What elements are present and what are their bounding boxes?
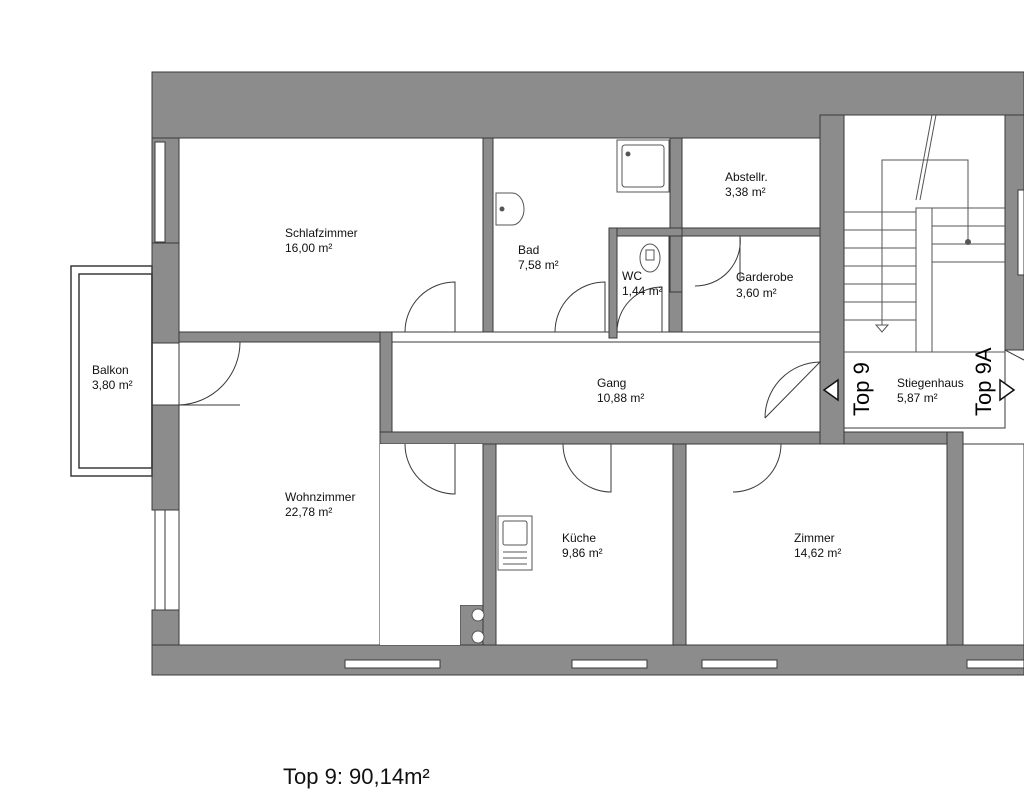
label-wc-area: 1,44 m² — [622, 284, 663, 298]
doors — [178, 235, 1024, 495]
label-wc-name: WC — [622, 269, 642, 283]
total-area-label: Top 9: 90,14m² — [283, 764, 430, 789]
washbasin — [495, 192, 525, 226]
room-gang — [391, 341, 821, 433]
label-kueche-area: 9,86 m² — [562, 546, 603, 560]
label-stiegenhaus-name: Stiegenhaus — [897, 376, 964, 390]
label-zimmer-name: Zimmer — [794, 531, 835, 545]
label-stiegenhaus-area: 5,87 m² — [897, 391, 938, 405]
room-garderobe — [681, 235, 821, 333]
arrow-right-icon — [999, 378, 1016, 402]
room-zimmer — [685, 443, 948, 646]
partition-walls — [482, 137, 821, 646]
chimney-duct — [471, 608, 485, 622]
label-gang-name: Gang — [597, 376, 626, 390]
label-schlafzimmer-name: Schlafzimmer — [285, 226, 358, 240]
label-wohnzimmer-name: Wohnzimmer — [285, 490, 355, 504]
room-wohnzimmer — [178, 341, 381, 646]
label-balkon-name: Balkon — [92, 363, 129, 377]
label-bad-area: 7,58 m² — [518, 258, 559, 272]
unit-label-top9a: Top 9A — [971, 347, 996, 416]
staircase — [844, 114, 1005, 353]
label-kueche-name: Küche — [562, 531, 596, 545]
label-balkon-area: 3,80 m² — [92, 378, 133, 392]
unit-arrows — [822, 378, 1016, 402]
label-abstellraum-name: Abstellr. — [725, 170, 768, 184]
room-interiors — [178, 114, 1024, 646]
label-garderobe-name: Garderobe — [736, 270, 794, 284]
label-abstellraum-area: 3,38 m² — [725, 185, 766, 199]
windows — [154, 141, 1024, 669]
label-gang-area: 10,88 m² — [597, 391, 644, 405]
balcony — [70, 265, 153, 477]
label-wohnzimmer-area: 22,78 m² — [285, 505, 332, 519]
arrow-left-icon — [822, 378, 839, 402]
label-bad-name: Bad — [518, 243, 539, 257]
room-labels: Schlafzimmer 16,00 m² Bad 7,58 m² WC 1,4… — [92, 170, 964, 560]
fixtures — [471, 139, 670, 644]
room-schlafzimmer — [178, 137, 484, 333]
label-schlafzimmer-area: 16,00 m² — [285, 241, 332, 255]
unit-label-top9: Top 9 — [849, 362, 874, 416]
room-abstellraum — [681, 137, 821, 229]
label-zimmer-area: 14,62 m² — [794, 546, 841, 560]
label-garderobe-area: 3,60 m² — [736, 286, 777, 300]
